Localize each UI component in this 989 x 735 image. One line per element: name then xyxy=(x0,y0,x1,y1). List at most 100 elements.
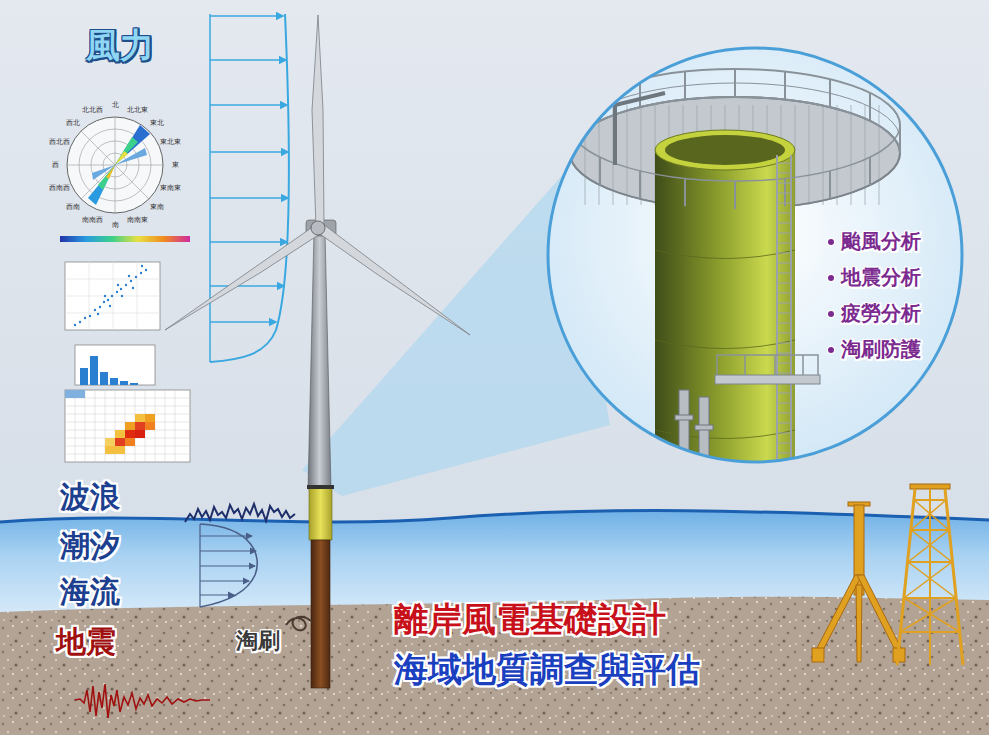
j-tube xyxy=(695,425,713,430)
deck-grating xyxy=(837,105,838,205)
ladder xyxy=(777,442,791,443)
railing xyxy=(570,125,900,181)
bar-chart xyxy=(100,372,108,385)
deck-grating xyxy=(627,105,628,205)
heatmap-table xyxy=(135,422,145,430)
bullet-text: 地震分析 xyxy=(841,266,921,289)
load-label: 波浪 xyxy=(60,480,120,515)
seabed xyxy=(0,597,989,735)
bar-chart xyxy=(75,345,155,385)
ladder xyxy=(777,172,791,173)
ladder xyxy=(777,182,791,183)
railing xyxy=(899,125,901,153)
ladder xyxy=(777,322,791,323)
heatmap-table xyxy=(65,390,85,398)
ladder xyxy=(777,252,791,253)
heatmap-table xyxy=(65,390,190,462)
railing xyxy=(784,72,786,100)
scatter-chart xyxy=(117,284,119,286)
bullet-row: 疲勞分析 xyxy=(828,302,921,325)
scatter-chart xyxy=(65,262,160,330)
ladder xyxy=(777,422,791,423)
heatmap-table xyxy=(125,422,135,430)
ladder xyxy=(777,352,791,353)
heatmap-table xyxy=(125,430,135,438)
scatter-chart xyxy=(132,287,134,289)
detail-callout-circle: 颱風分析地震分析疲勞分析淘刷防護 xyxy=(545,45,965,465)
bar-chart xyxy=(120,381,128,385)
wind-turbine xyxy=(165,15,470,688)
ladder xyxy=(777,312,791,313)
compass-label: 北北東 xyxy=(127,106,148,114)
deck-grating xyxy=(641,105,642,205)
heatmap-table xyxy=(135,414,145,422)
ladder xyxy=(777,192,791,193)
ladder xyxy=(777,162,791,163)
heatmap-table xyxy=(65,398,190,454)
jacket-foundation xyxy=(900,500,960,632)
heatmap-table xyxy=(145,414,155,422)
heatmap-table xyxy=(145,422,155,430)
sea-surface xyxy=(0,511,989,522)
wind-profile xyxy=(210,15,283,17)
resting-platform xyxy=(717,355,818,375)
scatter-chart xyxy=(145,269,147,271)
compass-label: 東北 xyxy=(150,119,164,127)
scatter-chart xyxy=(140,272,142,274)
wind-rose xyxy=(115,125,150,165)
deck-grating xyxy=(809,105,810,205)
wind-turbine xyxy=(311,540,330,688)
compass-label: 南 xyxy=(112,221,119,229)
wind-profile xyxy=(210,59,286,61)
compass-label: 南南東 xyxy=(127,216,148,224)
deck-edge xyxy=(570,97,900,209)
detail-illustration xyxy=(545,45,965,465)
ladder xyxy=(777,222,791,223)
deck-grating xyxy=(585,105,586,205)
davit-crane xyxy=(615,93,665,165)
scatter-chart xyxy=(125,284,127,286)
compass-label: 北 xyxy=(112,101,119,109)
tripod-foundation xyxy=(812,648,824,662)
scour-line xyxy=(286,617,312,631)
scatter-chart xyxy=(99,306,101,308)
jacket-foundation xyxy=(897,489,915,665)
heatmap-table xyxy=(115,446,125,454)
scatter-chart xyxy=(109,305,111,307)
wind-profile xyxy=(210,285,284,287)
heading-text: 海域地質調查與評估 xyxy=(394,650,700,689)
scatter-chart xyxy=(65,262,160,330)
flange xyxy=(655,130,795,170)
bullet-text: 颱風分析 xyxy=(841,230,921,253)
tripod-foundation xyxy=(816,575,862,652)
scatter-chart xyxy=(130,280,132,282)
bullet-text: 疲勞分析 xyxy=(841,302,921,325)
compass-label: 西 xyxy=(52,161,59,169)
bar-chart xyxy=(90,356,98,385)
railing xyxy=(734,181,736,209)
scatter-chart xyxy=(89,315,91,317)
ladder xyxy=(777,282,791,283)
bullet-dot xyxy=(828,311,834,317)
bar-chart xyxy=(75,345,155,385)
scatter-chart xyxy=(84,317,86,319)
j-tube xyxy=(675,415,693,420)
compass-label: 東南 xyxy=(150,203,164,211)
railing xyxy=(569,125,571,153)
scatter-chart xyxy=(111,295,113,297)
jacket-foundation xyxy=(897,484,963,665)
ladder xyxy=(777,202,791,203)
load-label: 地震 xyxy=(56,625,116,660)
ladder xyxy=(777,302,791,303)
bar-chart xyxy=(130,383,138,385)
railing xyxy=(829,171,831,199)
wave-record xyxy=(185,504,295,522)
wind-turbine xyxy=(312,15,324,228)
wind-profile xyxy=(209,14,211,362)
railing xyxy=(829,79,831,107)
wind-turbine xyxy=(308,232,331,489)
scour-label: 淘刷 xyxy=(236,628,280,653)
scatter-chart xyxy=(97,313,99,315)
wind-profile xyxy=(210,104,287,106)
resting-platform xyxy=(715,375,820,384)
